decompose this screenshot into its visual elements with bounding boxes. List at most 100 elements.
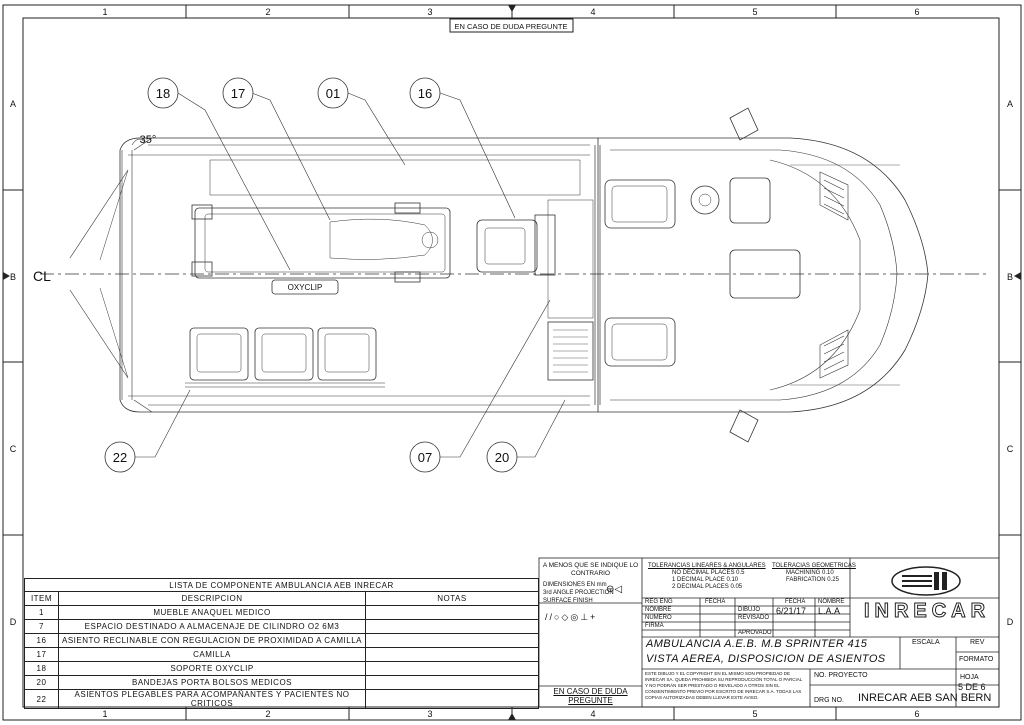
vehicle-plan [40, 92, 990, 458]
project-title-1: AMBULANCIA A.E.B. M.B SPRINTER 415 [646, 638, 868, 650]
row-label-d: D [10, 617, 17, 627]
rev-label: REV [970, 639, 985, 646]
bom-desc: ASIENTO RECLINABLE CON REGULACION DE PRO… [58, 633, 366, 648]
cab-seat-right [604, 317, 676, 367]
bom-title: LISTA DE COMPONENTE AMBULANCIA AEB INREC… [24, 578, 539, 592]
notice-bottom-1: EN CASO DE DUDA [553, 687, 628, 696]
drg-no-label: DRG NO. [814, 697, 844, 704]
logo-text: INRECAR [863, 600, 991, 623]
door-swing-lines [69, 169, 129, 379]
bulkhead [594, 145, 601, 405]
bom-item: 20 [24, 675, 59, 690]
upper-cabinet [209, 159, 581, 196]
balloon-18: 18 [156, 86, 170, 101]
bom-item: 7 [24, 619, 59, 634]
balloon-22: 22 [113, 450, 127, 465]
bom-header-item: ITEM [24, 591, 59, 606]
inrecar-logo [891, 566, 961, 596]
bom-notes [365, 633, 539, 648]
bom-desc: MUEBLE ANAQUEL MEDICO [58, 605, 366, 620]
tol-geo-0: MACHINING 0.10 [786, 570, 834, 576]
fecha-label-1: FECHA [705, 599, 726, 605]
folding-seats [185, 327, 385, 388]
bom-desc: ASIENTOS PLEGABLES PARA ACOMPAÑANTES Y P… [58, 689, 366, 709]
projection-icon: ⊖◁ [606, 584, 623, 595]
col-label-6: 6 [914, 7, 919, 17]
bom-item: 18 [24, 661, 59, 676]
fecha-label-2: FECHA [785, 599, 806, 605]
cab-outline [598, 137, 929, 413]
firma-label: FIRMA [645, 623, 664, 629]
row-label-d-right: D [1007, 617, 1014, 627]
aprovado-label: APROVADO [738, 630, 772, 636]
balloon-17: 17 [231, 86, 245, 101]
col-label-2-bottom: 2 [265, 709, 270, 719]
drg-no-value: INRECAR AEB SAN BERN [858, 692, 992, 704]
tol-lin-2: 2 DECIMAL PLACES 0.05 [672, 584, 743, 590]
centerline-label: CL [33, 268, 51, 284]
bom-item: 16 [24, 633, 59, 648]
balloon-07: 07 [418, 450, 432, 465]
col-label-2: 2 [265, 7, 270, 17]
oxyclip-holder [271, 279, 339, 295]
copyright-note: ESTE DIBUJO Y EL COPYRIGHT EN EL MISMO S… [645, 671, 803, 700]
bom-desc: CAMILLA [58, 647, 366, 662]
notice-bottom-2: PREGUNTE [568, 696, 613, 705]
row-label-c: C [10, 444, 17, 454]
row-label-a-right: A [1007, 99, 1013, 109]
driver-seat [729, 177, 771, 224]
bom-desc: ESPACIO DESTINADO A ALMACENAJE DE CILIND… [58, 619, 366, 634]
gd-t-symbols-icon: //○◇◎⊥+ [545, 612, 598, 622]
balloon-01: 01 [326, 86, 340, 101]
medical-bag-tray [547, 321, 594, 381]
no-proyecto-label: NO. PROYECTO [814, 672, 868, 679]
cab-seat-left [604, 179, 676, 229]
notice-top: EN CASO DE DUDA PREGUNTE [455, 22, 568, 31]
stretcher [194, 207, 451, 279]
center-console [729, 249, 801, 299]
bom-desc: BANDEJAS PORTA BOLSOS MEDICOS [58, 675, 366, 690]
revisado-label: REVISADO [738, 615, 770, 621]
bom-item: 1 [24, 605, 59, 620]
col-label-5-bottom: 5 [752, 709, 757, 719]
bom-notes [365, 647, 539, 662]
col-label-1: 1 [102, 7, 107, 17]
balloon-20: 20 [495, 450, 509, 465]
balloon-16: 16 [418, 86, 432, 101]
row-label-b: B [10, 272, 16, 282]
col-label-1-bottom: 1 [102, 709, 107, 719]
col-label-6-bottom: 6 [914, 709, 919, 719]
mirror-left [729, 107, 759, 141]
numero-label: NUMERO [645, 615, 672, 621]
component-list: LISTA DE COMPONENTE AMBULANCIA AEB INREC… [24, 578, 539, 709]
formato-label: FORMATO [959, 656, 994, 663]
surface-note: SURFACE FINISH [543, 598, 593, 604]
escala-label: ESCALA [912, 639, 940, 646]
col-label-5: 5 [752, 7, 757, 17]
bom-item: 17 [24, 647, 59, 662]
col-label-3-bottom: 3 [427, 709, 432, 719]
bom-header-descripcion: DESCRIPCION [58, 591, 366, 606]
attendant-seat-base [534, 214, 556, 276]
tol-lin-title: TOLERANCIAS LINEARES & ANGULARES [648, 563, 766, 569]
dims-note: DIMENSIONES EN mm [543, 582, 607, 588]
angle-label: 35° [140, 134, 157, 146]
reg-eng-label: REG ENG [645, 599, 673, 605]
attendant-seat [476, 219, 538, 273]
bom-desc: SOPORTE OXYCLIP [58, 661, 366, 676]
bom-notes [365, 605, 539, 620]
bom-notes [365, 675, 539, 690]
center-markers [3, 5, 1021, 720]
title-block-grid [538, 557, 1000, 708]
patient-figure [329, 218, 433, 260]
unless-note: A MENOS QUE SE INDIQUE LO CONTRARIO [542, 562, 639, 577]
row-label-a: A [10, 99, 16, 109]
hoja-value: 5 DE 6 [958, 682, 986, 692]
